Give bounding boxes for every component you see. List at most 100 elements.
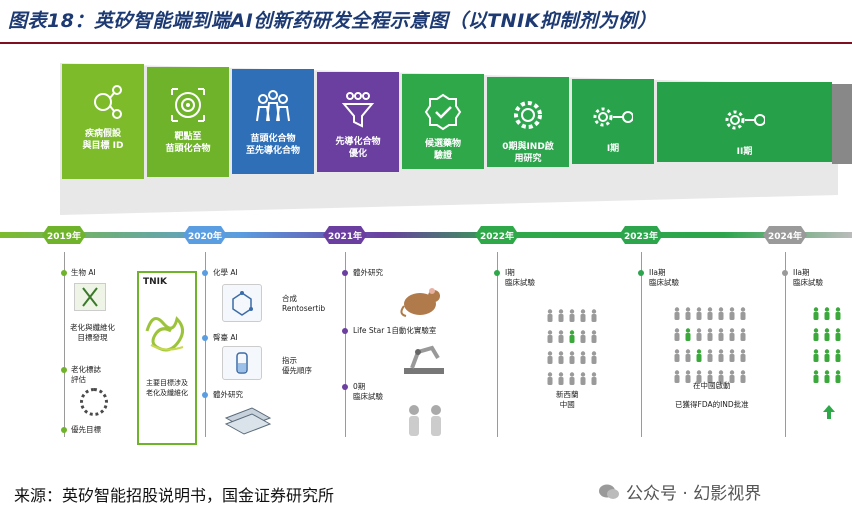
person-icon [695,348,703,367]
aging-marker-label: 老化標誌 評估 [71,365,101,384]
stage-label: I期 [606,144,620,154]
person-icon [728,369,736,388]
fda-ind-label: 已獲得FDA的IND批准 [675,400,749,409]
marker-circle-image [80,388,108,416]
person-icon [546,308,554,327]
person-icon [579,329,587,348]
stage-label: II期 [736,146,753,157]
year-label: 2020年 [187,232,223,242]
person-icon [557,350,565,369]
dot [638,270,644,276]
person-icon [673,327,681,346]
dot [342,384,348,390]
person-icon [823,348,831,367]
funnel-icon [338,90,378,130]
person-icon [579,371,587,390]
person-icon [834,348,842,367]
people-grid-2022 [546,308,598,390]
person-icon [684,369,692,388]
phase0-label: 0期 臨床試驗 [353,382,383,401]
gear-icon [508,95,548,135]
dot [61,270,67,276]
person-icon [557,308,565,327]
person-icon [717,369,725,388]
year-marker: 2020年 [183,226,227,244]
guide-line-2023 [641,252,642,437]
guide-line-2019 [64,252,65,437]
person-icon [812,348,820,367]
person-icon [568,329,576,348]
person-icon [673,306,681,325]
dot [202,392,208,398]
person-icon [823,327,831,346]
target-icon [168,85,208,125]
tnik-title: TNIK [143,277,167,287]
dot [202,335,208,341]
molecule-image [222,284,262,322]
patients-image [409,405,441,436]
person-icon [834,327,842,346]
dot [494,270,500,276]
aging-target-label: 老化與纖維化 目標發現 [70,323,115,342]
team-icon [253,87,293,127]
dot [782,270,788,276]
person-icon [695,306,703,325]
person-icon [706,369,714,388]
dot [342,328,348,334]
person-icon [546,329,554,348]
dot [342,270,348,276]
indication-label: 指示 優先順序 [282,356,312,375]
person-icon [695,327,703,346]
person-icon [823,306,831,325]
stage-label: 苗頭化合物 至先導化合物 [245,134,300,156]
people-grid-2023 [673,306,747,388]
person-icon [812,327,820,346]
clinical-ai-label: 臀臺 AI [213,333,238,342]
watermark: 公众号 · 幻影视界 [598,479,761,504]
year-label: 2023年 [623,232,659,242]
guide-line-2021 [345,252,346,437]
person-icon [706,306,714,325]
stage-label: 靶點至 苗頭化合物 [165,131,211,154]
dot [202,270,208,276]
stage-8: II期 [657,81,832,162]
person-icon [812,306,820,325]
person-icon [546,371,554,390]
china-start-label: 在中國啟動 [693,381,731,390]
person-icon [684,327,692,346]
stage-tail [832,84,852,164]
in-vitro-label-2020: 體外研究 [213,390,243,399]
year-marker: 2019年 [42,226,86,244]
person-icon [739,306,747,325]
stage-label: 疾病假設 與目標 ID [82,129,124,151]
source-footer: 来源：英矽智能招股说明书，国金证券研究所 [14,486,335,505]
person-icon [706,327,714,346]
person-icon [673,369,681,388]
person-icon [568,308,576,327]
wechat-icon [599,484,619,499]
bulb-network-icon [83,82,123,122]
guide-line-2022 [497,252,498,437]
lab-tube-image [222,346,262,380]
person-icon [812,369,820,388]
phase1-label: I期 臨床試驗 [505,268,535,287]
year-marker: 2024年 [763,226,807,244]
year-label: 2024年 [767,232,803,242]
phase2a-label-2024: IIa期 臨床試驗 [793,268,823,287]
stage-4: 先導化合物 優化 [317,71,399,172]
person-icon [684,306,692,325]
person-icon [823,369,831,388]
person-icon [728,327,736,346]
priority-target-label: 優先目標 [71,425,101,434]
mouse-image [400,288,440,317]
person-icon [717,327,725,346]
person-icon [717,348,725,367]
person-icon [590,350,598,369]
year-label: 2019年 [46,232,82,242]
person-icon [546,350,554,369]
person-icon [590,371,598,390]
year-marker: 2023年 [619,226,663,244]
stage-label: 先導化合物 優化 [335,136,381,159]
timeline-bar [0,232,852,238]
stage-7: I期 [572,79,654,164]
